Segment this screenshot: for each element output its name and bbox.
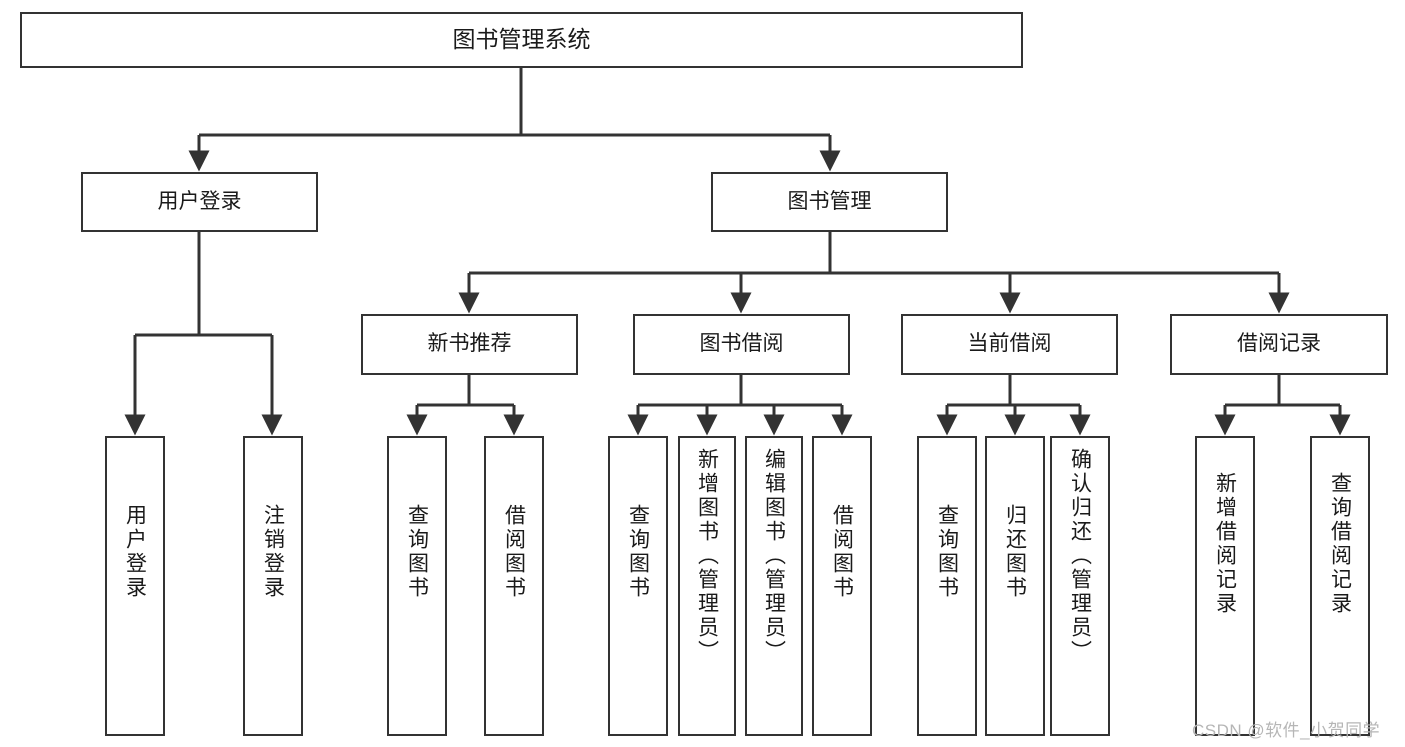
node-current-borrow[interactable]: 当前借阅 — [901, 314, 1118, 375]
node-book-borrow-label: 图书借阅 — [699, 332, 784, 356]
node-leaf-query-book-2-label: 查询图书 — [626, 504, 650, 600]
node-user-login-label: 用户登录 — [157, 189, 242, 213]
node-leaf-query-book-1-label: 查询图书 — [405, 504, 429, 600]
node-leaf-confirm-return-label: 确认归还（管理员） — [1068, 448, 1092, 664]
node-borrow-record-label: 借阅记录 — [1237, 332, 1321, 356]
node-leaf-user-login-label: 用户登录 — [123, 504, 147, 600]
node-leaf-query-book-3-label: 查询图书 — [935, 504, 959, 600]
node-user-login[interactable]: 用户登录 — [81, 172, 318, 232]
node-leaf-add-book[interactable]: 新增图书（管理员） — [678, 436, 736, 736]
node-leaf-logout-label: 注销登录 — [261, 504, 285, 600]
node-leaf-edit-book[interactable]: 编辑图书（管理员） — [745, 436, 803, 736]
node-leaf-borrow-book-1-label: 借阅图书 — [502, 504, 526, 600]
node-leaf-return-book[interactable]: 归还图书 — [985, 436, 1045, 736]
node-leaf-query-book-3[interactable]: 查询图书 — [917, 436, 977, 736]
node-leaf-borrow-book-2-label: 借阅图书 — [830, 504, 854, 600]
node-leaf-return-book-label: 归还图书 — [1003, 504, 1027, 600]
node-leaf-borrow-book-1[interactable]: 借阅图书 — [484, 436, 544, 736]
node-leaf-confirm-return[interactable]: 确认归还（管理员） — [1050, 436, 1110, 736]
node-leaf-add-record-label: 新增借阅记录 — [1213, 472, 1237, 616]
node-leaf-query-record-label: 查询借阅记录 — [1328, 472, 1352, 616]
node-leaf-edit-book-label: 编辑图书（管理员） — [762, 448, 786, 664]
node-leaf-borrow-book-2[interactable]: 借阅图书 — [812, 436, 872, 736]
node-leaf-add-book-label: 新增图书（管理员） — [695, 448, 719, 664]
node-new-book-rec-label: 新书推荐 — [427, 332, 512, 356]
node-root[interactable]: 图书管理系统 — [20, 12, 1023, 68]
node-leaf-user-login[interactable]: 用户登录 — [105, 436, 165, 736]
node-new-book-rec[interactable]: 新书推荐 — [361, 314, 578, 375]
node-leaf-add-record[interactable]: 新增借阅记录 — [1195, 436, 1255, 736]
node-book-manage[interactable]: 图书管理 — [711, 172, 948, 232]
node-borrow-record[interactable]: 借阅记录 — [1170, 314, 1388, 375]
node-leaf-logout[interactable]: 注销登录 — [243, 436, 303, 736]
node-leaf-query-book-1[interactable]: 查询图书 — [387, 436, 447, 736]
node-root-label: 图书管理系统 — [452, 26, 591, 53]
csdn-watermark: CSDN @软件_小贺同学 — [1192, 721, 1381, 740]
node-leaf-query-record[interactable]: 查询借阅记录 — [1310, 436, 1370, 736]
node-book-borrow[interactable]: 图书借阅 — [633, 314, 850, 375]
node-current-borrow-label: 当前借阅 — [967, 332, 1052, 356]
node-leaf-query-book-2[interactable]: 查询图书 — [608, 436, 668, 736]
node-book-manage-label: 图书管理 — [787, 189, 872, 213]
